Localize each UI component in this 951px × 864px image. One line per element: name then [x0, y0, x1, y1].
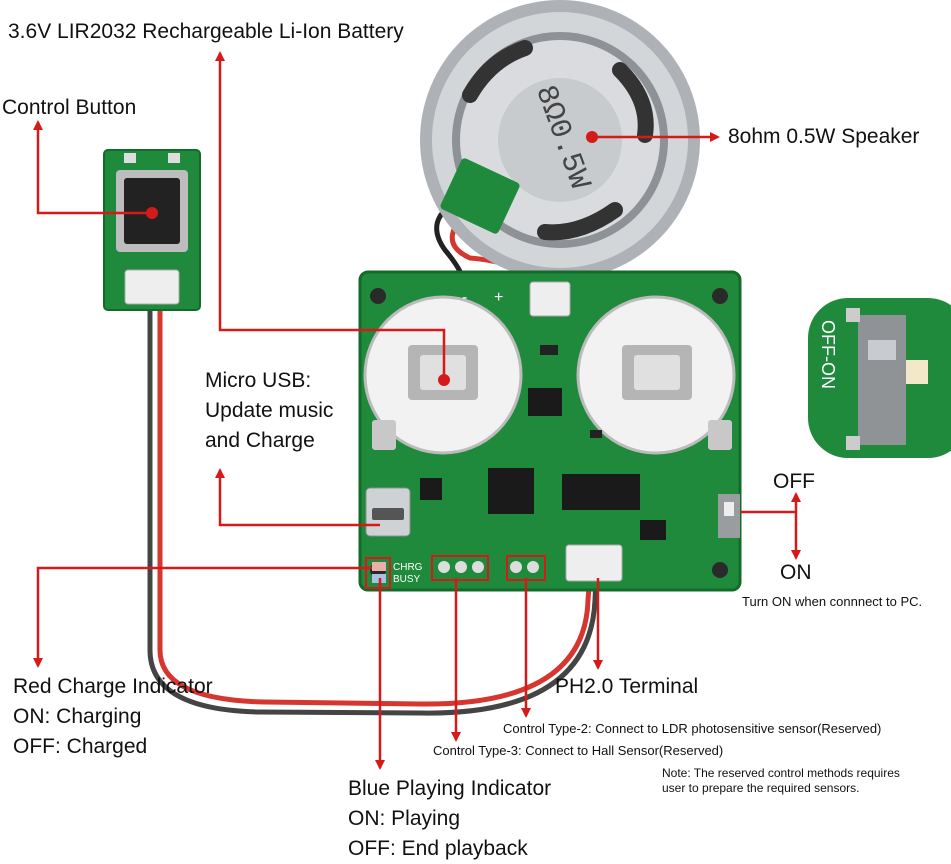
micro-usb-label: Micro USB: Update music and Charge — [205, 366, 333, 456]
pcb-minus-text: - — [462, 289, 467, 306]
button-board — [103, 149, 201, 311]
pcb-plus-text: + — [494, 289, 503, 306]
micro-usb-line-3: and Charge — [205, 429, 315, 452]
red-indicator-off: OFF: Charged — [13, 735, 148, 758]
battery-label: 3.6V LIR2032 Rechargeable Li-Ion Battery — [8, 20, 404, 43]
red-indicator-on: ON: Charging — [13, 705, 142, 728]
pcb-chrg-text: CHRG — [393, 562, 423, 573]
control-button-label: Control Button — [2, 96, 137, 119]
switch-note: Turn ON when connnect to PC. — [742, 594, 923, 609]
speaker: 8Ω0.5W — [420, 0, 700, 280]
ph-terminal-label: PH2.0 Terminal — [555, 675, 699, 698]
red-indicator-title: Red Charge Indicator — [13, 675, 213, 698]
pcb-busy-text: BUSY — [393, 574, 421, 585]
switch-print-text: OFF-ON — [818, 320, 838, 389]
blue-indicator-label: Blue Playing Indicator ON: Playing OFF: … — [348, 774, 551, 864]
switch-off-label: OFF — [773, 470, 815, 493]
callout-arrows — [33, 51, 801, 770]
switch-on-label: ON — [780, 561, 812, 584]
blue-indicator-title: Blue Playing Indicator — [348, 777, 552, 800]
red-indicator-label: Red Charge Indicator ON: Charging OFF: C… — [13, 672, 213, 762]
note-label: Note: The reserved control methods requi… — [662, 766, 900, 796]
control-type-3-label: Control Type-3: Connect to Hall Sensor(R… — [433, 743, 724, 758]
blue-indicator-off: OFF: End playback — [348, 837, 528, 860]
switch-closeup: OFF-ON — [808, 298, 951, 458]
callout-boxes — [365, 555, 546, 589]
main-pcb: - + CHRG BUSY — [358, 270, 742, 592]
note-line-1: Note: The reserved control methods requi… — [662, 766, 900, 780]
speaker-label: 8ohm 0.5W Speaker — [728, 125, 920, 148]
control-type-2-label: Control Type-2: Connect to LDR photosens… — [503, 721, 882, 736]
micro-usb-line-1: Micro USB: — [205, 369, 312, 392]
ph-cable — [147, 310, 599, 716]
blue-indicator-on: ON: Playing — [348, 807, 461, 830]
micro-usb-line-2: Update music — [205, 399, 334, 422]
callout-dots — [146, 131, 598, 386]
note-line-2: user to prepare the required sensors. — [662, 781, 860, 795]
